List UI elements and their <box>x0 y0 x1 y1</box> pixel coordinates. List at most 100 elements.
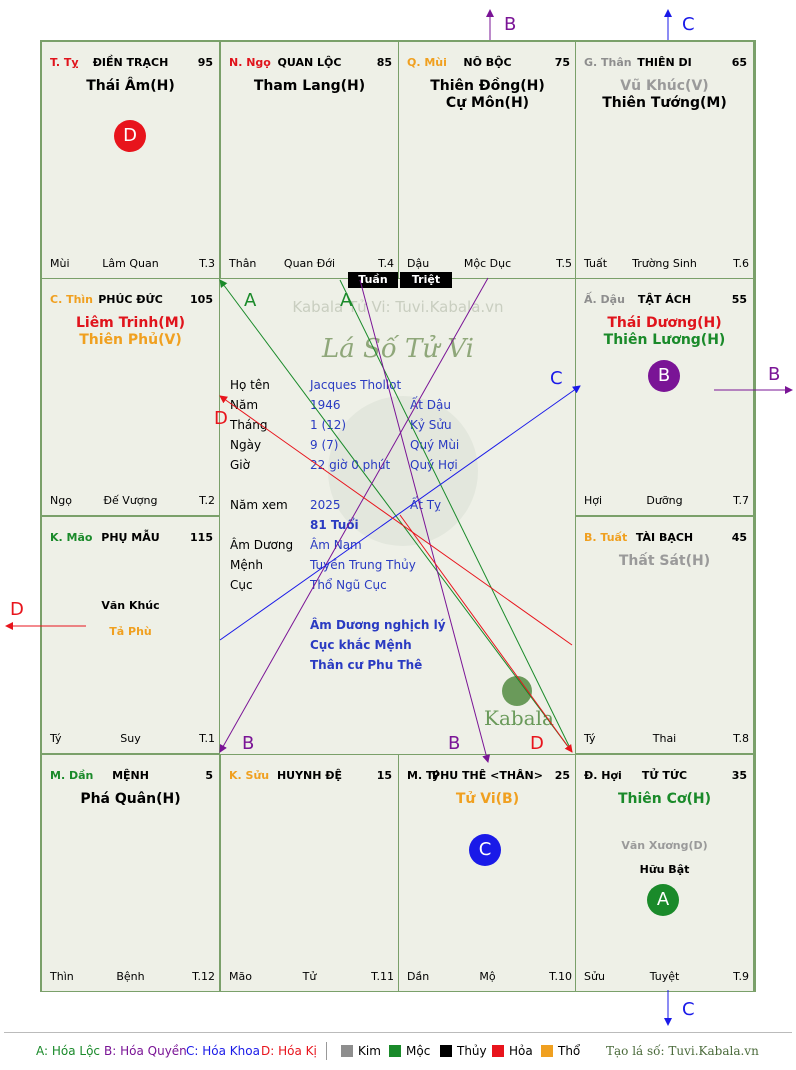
kabala-brand: Kabala <box>484 706 554 730</box>
legend-credit[interactable]: Tạo lá số: Tuvi.Kabala.vn <box>606 1044 759 1058</box>
branch-label: Mùi <box>50 257 70 270</box>
palace-number: 75 <box>554 56 570 69</box>
logo-title: Lá Số Tử Vi <box>321 334 474 364</box>
legend-hoa-quyen: B: Hóa Quyền <box>104 1044 187 1058</box>
value-ngay: 9 (7) <box>310 438 339 452</box>
can-chi-label: Đ. Hợi <box>584 769 622 782</box>
palace-name: TỬ TỨC <box>641 769 688 782</box>
palace-number: 65 <box>731 56 747 69</box>
hoa-ki-lines <box>5 395 573 753</box>
value-gio-can-chi: Quý Hợi <box>410 458 458 472</box>
main-star: Thiên Tướng(M) <box>602 95 727 111</box>
can-chi-label: N. Ngọ <box>229 56 271 69</box>
palace-name: ĐIỀN TRẠCH <box>92 56 169 69</box>
legend-hoa: Hỏa <box>509 1044 533 1058</box>
value-nam-xem-can-chi: Ất Tỵ <box>410 498 442 512</box>
hoa-quyen-lines <box>219 9 793 763</box>
phase-label: Suy <box>120 732 141 745</box>
phase-label: Mộ <box>479 970 496 983</box>
main-stars: Liêm Trinh(M)Thiên Phủ(V) <box>42 315 219 349</box>
main-star: Thái Âm(H) <box>86 78 175 94</box>
palace-number: 105 <box>190 293 213 306</box>
phase-label: Đế Vượng <box>103 494 158 507</box>
main-star: Vũ Khúc(V) <box>620 78 709 94</box>
cycle-label: T.1 <box>199 732 215 745</box>
palace-name: PHU THÊ <THÂN> <box>432 769 543 782</box>
swatch-kim <box>341 1045 353 1057</box>
main-star: Thiên Đồng(H) <box>430 78 545 94</box>
cycle-label: T.3 <box>199 257 215 270</box>
main-stars: Thiên Cơ(H) <box>576 791 753 808</box>
branch-label: Thìn <box>50 970 74 983</box>
palace-name: PHÚC ĐỨC <box>98 293 163 306</box>
main-stars: Thái Âm(H) <box>42 78 219 95</box>
minor-star: Tả Phù <box>109 625 152 638</box>
arrow-label-d-1: D <box>214 408 228 429</box>
center-panel: Kabala Tử Vi: Tuvi.Kabala.vn Lá Số Tử Vi… <box>220 278 576 754</box>
main-star: Cự Môn(H) <box>445 95 530 111</box>
phase-label: Trường Sinh <box>632 257 697 270</box>
cycle-label: T.10 <box>549 970 572 983</box>
branch-label: Hợi <box>584 494 603 507</box>
can-chi-label: T. Tỵ <box>50 56 79 69</box>
arrow-label-c-mid: C <box>550 368 563 389</box>
value-am-duong: Âm Nam <box>310 538 362 552</box>
branch-label: Mão <box>229 970 252 983</box>
branch-label: Dần <box>407 970 430 983</box>
swatch-hoa <box>492 1045 504 1057</box>
main-stars: Tử Vi(B) <box>399 791 576 808</box>
phase-label: Quan Đới <box>283 257 336 270</box>
triet-tag: Triệt <box>400 272 452 288</box>
label-menh: Mệnh <box>230 558 263 572</box>
phase-label: Mộc Dục <box>463 257 512 270</box>
main-stars: Phá Quân(H) <box>42 791 219 808</box>
legend-separator <box>326 1042 327 1060</box>
note-am-duong: Âm Dương nghịch lý <box>310 618 446 632</box>
legend-tho: Thổ <box>558 1044 581 1058</box>
main-stars: Tham Lang(H) <box>221 78 398 95</box>
value-nam-xem: 2025 <box>310 498 341 512</box>
phase-label: Thai <box>652 732 677 745</box>
arrow-label-b-1: B <box>242 733 254 754</box>
value-cuc: Thổ Ngũ Cục <box>310 578 387 592</box>
palace-number: 15 <box>376 769 392 782</box>
main-star: Thiên Lương(H) <box>603 332 726 348</box>
label-am-duong: Âm Dương <box>230 538 294 552</box>
branch-label: Tý <box>584 732 596 745</box>
label-ho-ten: Họ tên <box>230 378 270 392</box>
palace-number: 25 <box>554 769 570 782</box>
palace-name: MỆNH <box>112 769 149 782</box>
legend-thuy: Thủy <box>457 1044 487 1058</box>
can-chi-label: Ấ. Dậu <box>584 293 625 306</box>
main-star: Thái Dương(H) <box>607 315 722 331</box>
minor-star: Văn Xương(D) <box>621 839 708 852</box>
arrow-label-b-2: B <box>448 733 460 754</box>
phase-label: Tử <box>302 970 317 983</box>
palace-number: 35 <box>731 769 747 782</box>
value-nam-can-chi: Ất Dậu <box>410 398 451 412</box>
swatch-thuy <box>440 1045 452 1057</box>
arrow-label-b-top: B <box>504 14 516 35</box>
arrow-label-a-1: A <box>244 290 257 311</box>
palace-number: 55 <box>731 293 747 306</box>
value-menh: Tuyền Trung Thủy <box>310 558 416 572</box>
main-star: Tử Vi(B) <box>455 791 520 807</box>
legend-moc: Mộc <box>406 1044 431 1058</box>
can-chi-label: C. Thìn <box>50 293 94 306</box>
hoa-ki-circle: D <box>114 120 146 152</box>
phase-label: Bệnh <box>116 970 145 983</box>
main-star: Thất Sát(H) <box>618 553 711 569</box>
arrow-label-b-right: B <box>768 364 780 385</box>
